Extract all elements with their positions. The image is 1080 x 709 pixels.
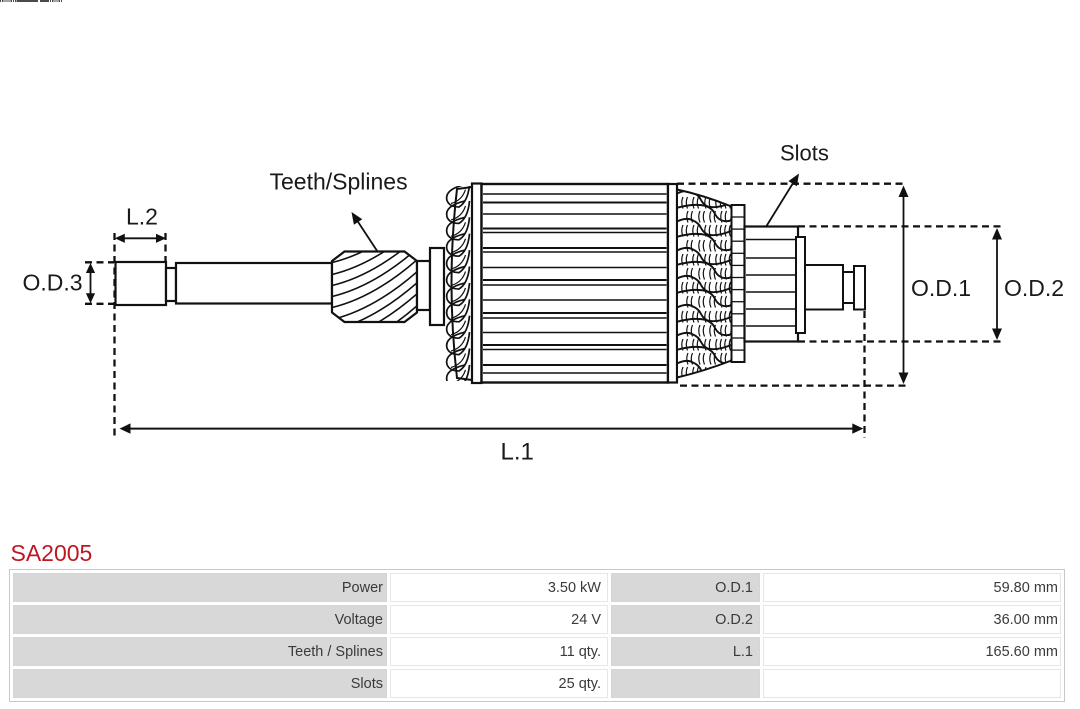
svg-text:O.D.2: O.D.2 — [1004, 275, 1064, 301]
svg-text:O.D.3: O.D.3 — [23, 270, 83, 296]
svg-text:L.2: L.2 — [126, 204, 158, 230]
svg-text:O.D.1: O.D.1 — [911, 275, 971, 301]
svg-text:L.1: L.1 — [501, 439, 534, 466]
svg-text:Slots: Slots — [780, 141, 829, 166]
svg-text:Teeth/Splines: Teeth/Splines — [270, 169, 408, 195]
